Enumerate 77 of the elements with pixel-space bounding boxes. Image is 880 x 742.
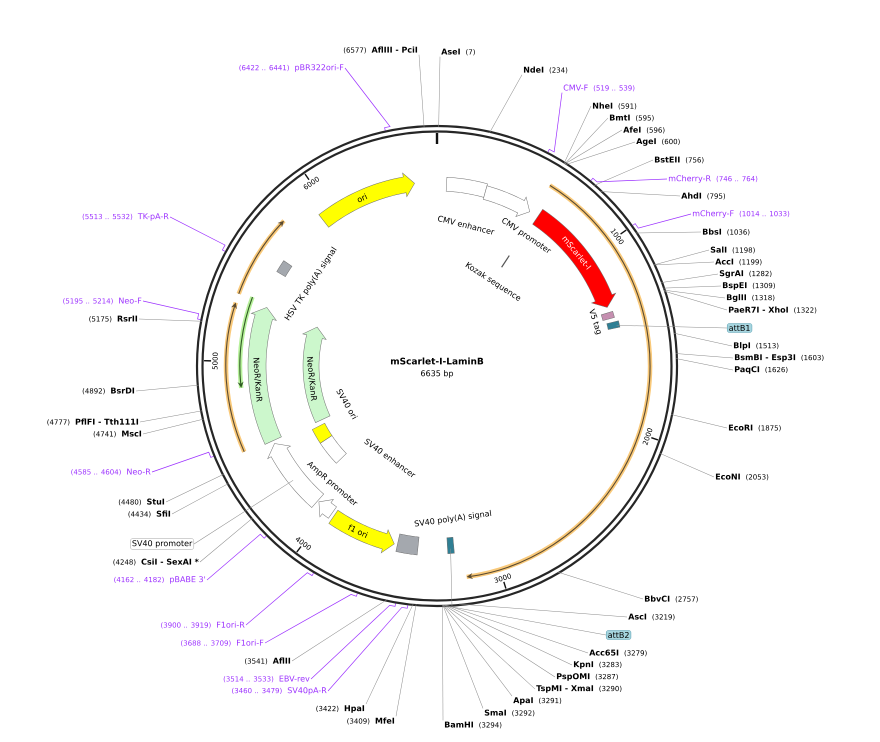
feature-box	[600, 311, 615, 321]
leader-line	[200, 518, 253, 562]
leader-line	[264, 593, 358, 644]
leader-line	[616, 325, 728, 328]
leader-line	[662, 286, 722, 288]
feature-label: SV40 poly(A) signal	[414, 510, 492, 526]
leader-line	[635, 232, 702, 234]
leader-line	[676, 358, 734, 370]
feature-box	[396, 534, 420, 556]
leader-line	[292, 599, 388, 662]
feature-box	[320, 435, 347, 464]
feature-mark	[501, 255, 510, 268]
leader-line	[444, 604, 556, 678]
map-length: 6635 bp	[421, 370, 454, 378]
leader-line	[674, 332, 732, 346]
leader-line	[136, 384, 200, 392]
feature-label: CMV enhancer	[438, 216, 495, 234]
leader-line	[548, 92, 562, 153]
leader-line	[564, 106, 592, 164]
leader-line	[600, 191, 680, 196]
leader-line	[152, 452, 214, 472]
leader-line	[594, 160, 654, 186]
feature-box	[606, 320, 620, 330]
leader-line	[564, 118, 608, 164]
leader-line	[446, 604, 588, 654]
leader-line	[675, 353, 734, 358]
feature-tag: attB2	[606, 630, 632, 640]
leader-line	[663, 290, 726, 298]
leader-line	[194, 480, 294, 544]
feature-segment: NeoR/KanR	[248, 307, 282, 445]
feature-box	[446, 537, 455, 554]
leader-line	[664, 290, 728, 310]
leader-line	[670, 414, 728, 428]
leader-line	[564, 130, 622, 164]
leader-line	[443, 604, 536, 690]
feature-box	[312, 422, 332, 444]
map-title: mScarlet-I-LaminB	[390, 358, 484, 364]
leader-line	[366, 604, 414, 704]
leader-line	[170, 216, 226, 252]
leader-line	[458, 604, 628, 618]
leader-line	[444, 604, 572, 666]
feature-tag: SV40 promoter	[130, 538, 194, 550]
feature-segment	[482, 186, 530, 217]
leader-line	[140, 410, 202, 422]
leader-line	[450, 548, 606, 636]
feature-tag: attB1	[727, 323, 752, 333]
leader-line	[396, 604, 416, 717]
leader-line	[566, 142, 636, 165]
leader-line	[166, 474, 224, 502]
leader-line	[653, 250, 710, 266]
leader-line	[310, 603, 396, 680]
leader-line	[246, 572, 314, 626]
leader-line	[442, 604, 484, 709]
feature-box	[446, 177, 488, 198]
leader-line	[328, 604, 408, 692]
leader-line	[442, 604, 444, 721]
leader-line	[590, 178, 668, 182]
leader-line	[172, 483, 230, 514]
leader-line	[418, 54, 424, 128]
leader-line	[344, 68, 391, 131]
leader-line	[206, 534, 267, 580]
feature-segment: ori	[318, 172, 415, 228]
leader-line	[142, 418, 204, 434]
leader-line	[660, 274, 718, 283]
feature-segment: NeoR/KanR	[302, 326, 330, 423]
feature-segment: f1 ori	[328, 510, 395, 554]
leader-line	[438, 56, 440, 128]
feature-label: V5 tag	[590, 308, 601, 334]
feature-box	[276, 260, 292, 277]
leader-line	[632, 214, 692, 229]
leader-line	[653, 262, 714, 266]
leader-line	[659, 452, 714, 478]
leader-line	[489, 74, 522, 134]
leader-line	[558, 572, 644, 600]
leader-line	[442, 604, 512, 696]
leader-line	[142, 300, 201, 320]
leader-line	[138, 318, 202, 322]
